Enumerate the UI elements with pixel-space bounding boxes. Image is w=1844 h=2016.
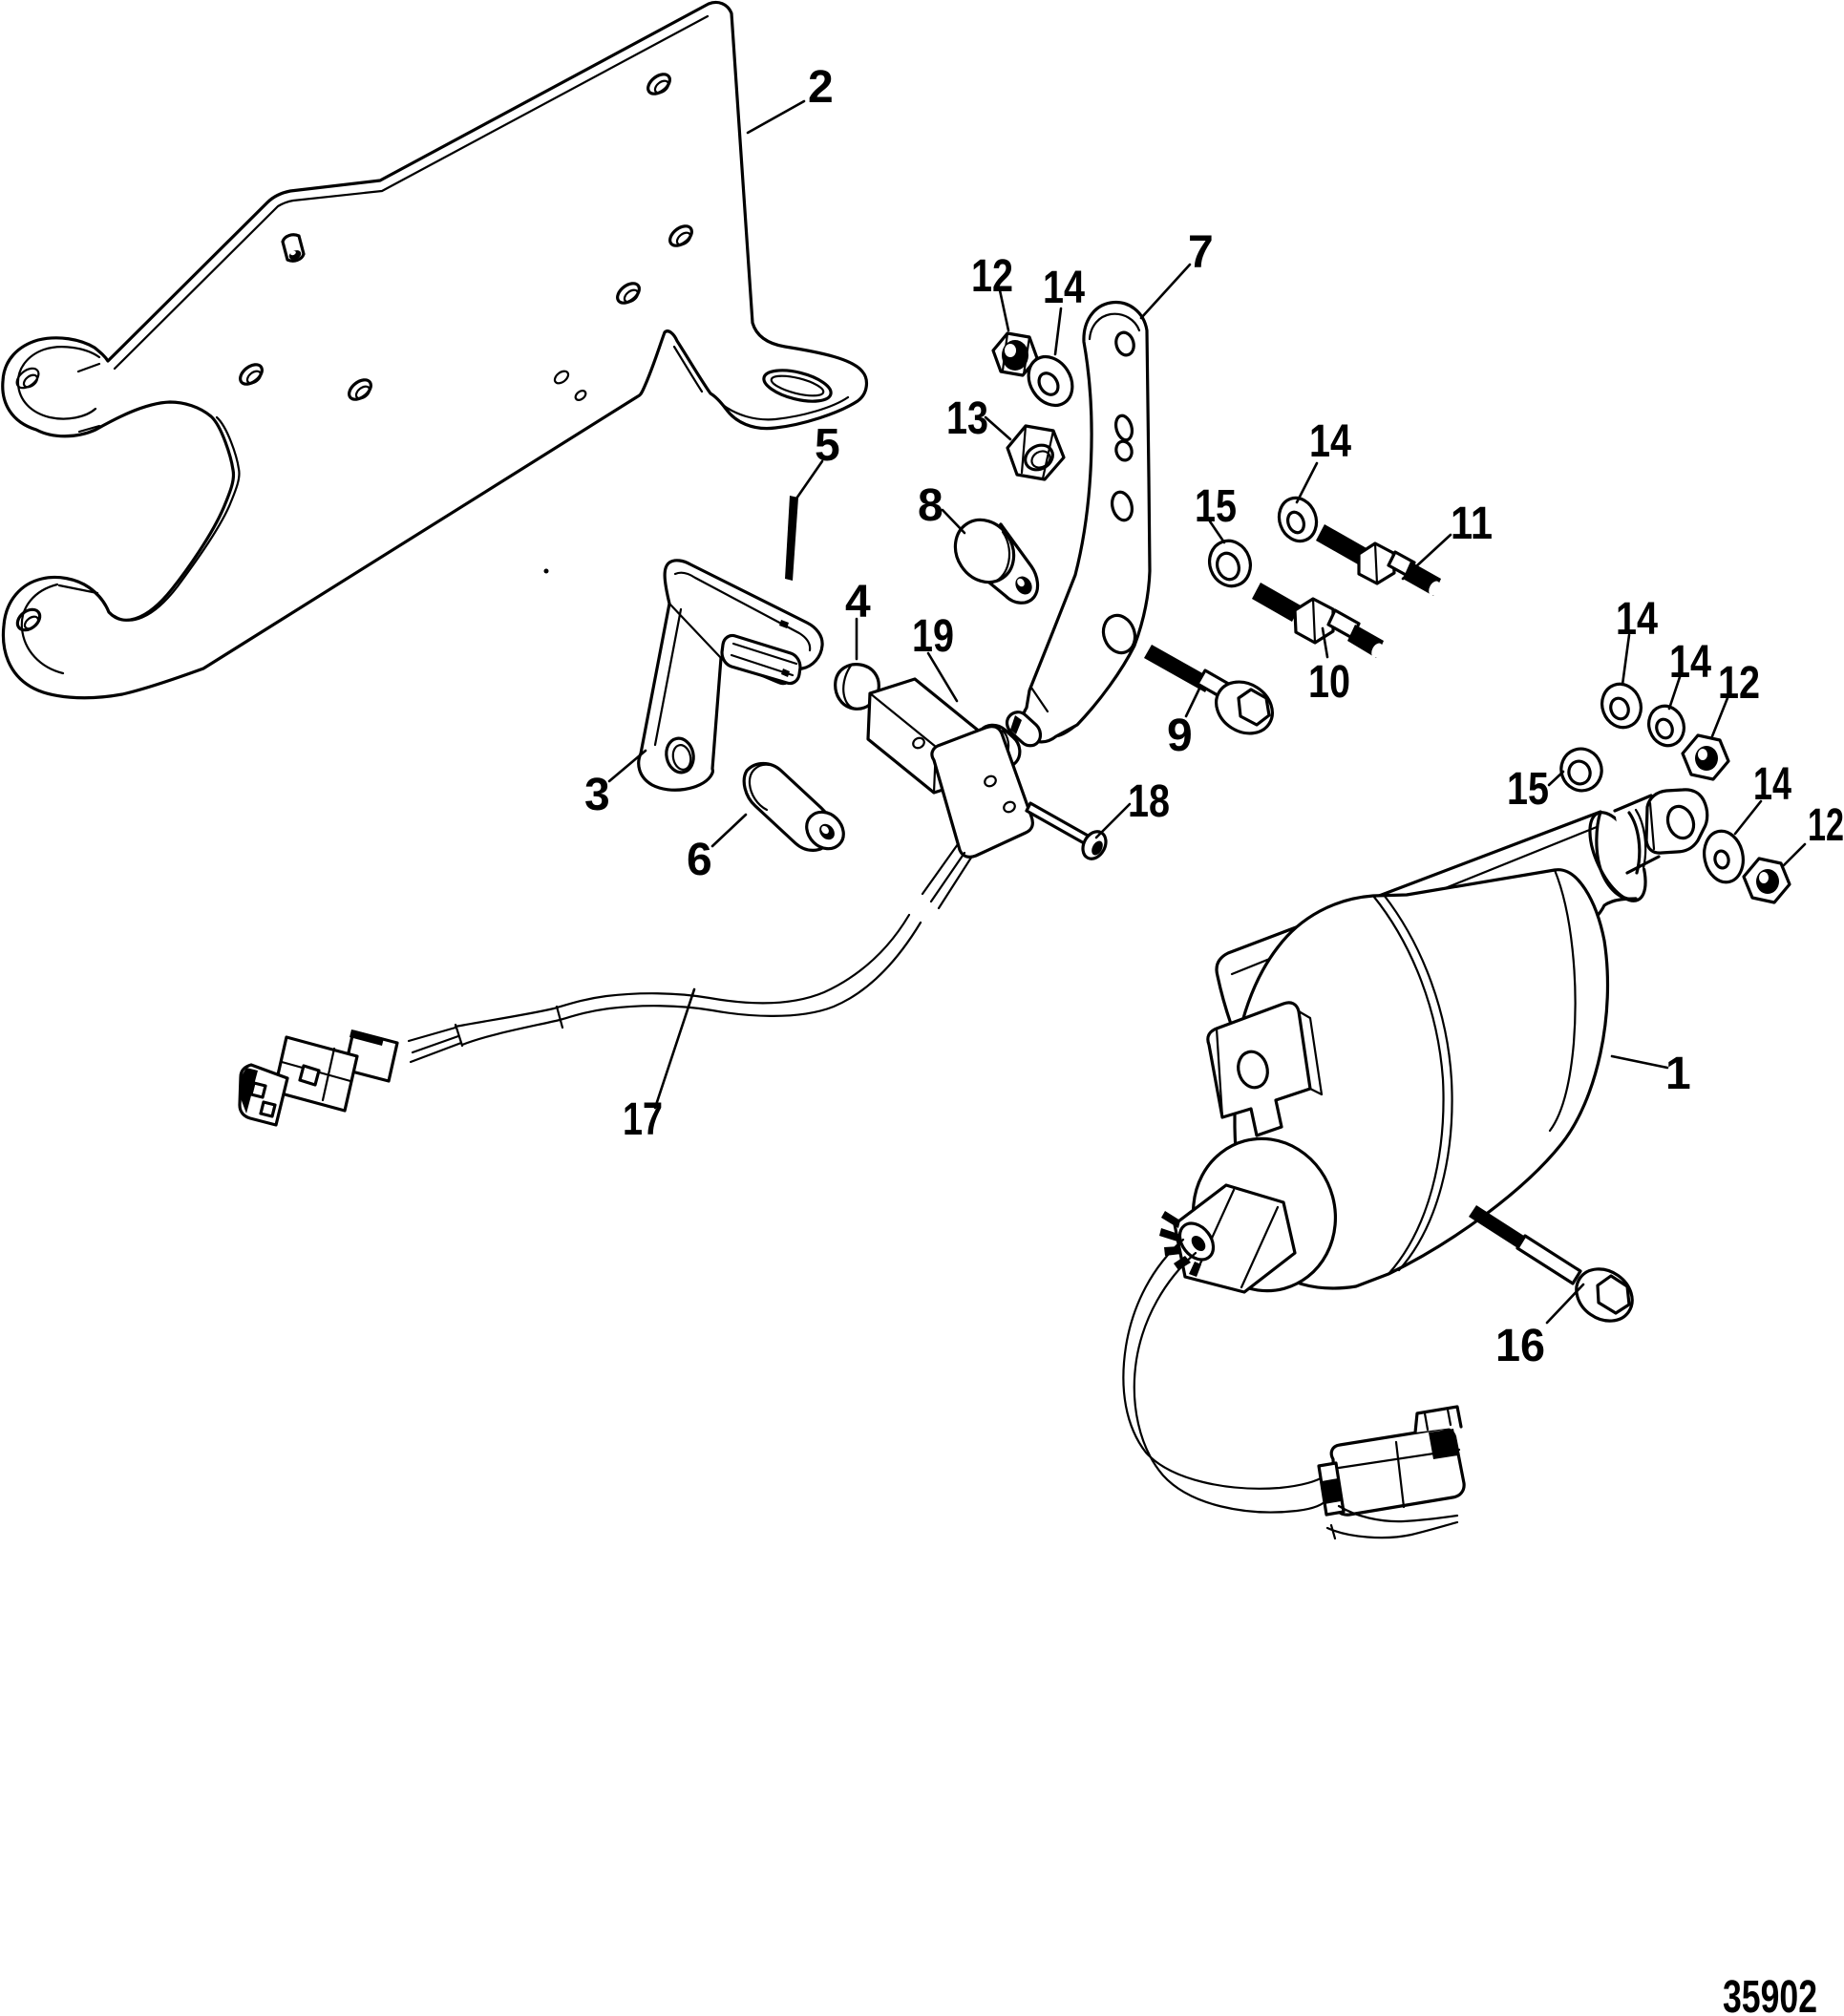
- svg-text:9: 9: [1167, 711, 1193, 761]
- svg-text:11: 11: [1451, 499, 1493, 549]
- svg-text:12: 12: [1808, 800, 1844, 851]
- svg-text:4: 4: [845, 577, 871, 627]
- svg-text:14: 14: [1309, 416, 1351, 467]
- svg-text:17: 17: [623, 1094, 663, 1145]
- svg-text:12: 12: [971, 251, 1013, 302]
- svg-text:13: 13: [946, 393, 988, 444]
- svg-text:15: 15: [1195, 481, 1237, 532]
- svg-text:12: 12: [1718, 658, 1760, 709]
- svg-text:10: 10: [1308, 657, 1350, 708]
- svg-text:6: 6: [687, 835, 712, 885]
- svg-text:14: 14: [1669, 637, 1711, 688]
- svg-text:35902: 35902: [1723, 1972, 1817, 2016]
- svg-text:19: 19: [912, 611, 954, 662]
- svg-text:8: 8: [918, 480, 943, 531]
- svg-text:15: 15: [1507, 764, 1549, 815]
- svg-text:5: 5: [815, 420, 840, 471]
- svg-text:14: 14: [1753, 759, 1791, 810]
- svg-text:1: 1: [1665, 1049, 1691, 1099]
- svg-text:18: 18: [1128, 776, 1170, 827]
- svg-text:14: 14: [1043, 263, 1085, 313]
- svg-text:14: 14: [1616, 594, 1658, 645]
- svg-text:2: 2: [808, 62, 834, 113]
- svg-text:7: 7: [1188, 227, 1214, 278]
- svg-text:16: 16: [1495, 1321, 1545, 1371]
- svg-text:3: 3: [584, 770, 610, 820]
